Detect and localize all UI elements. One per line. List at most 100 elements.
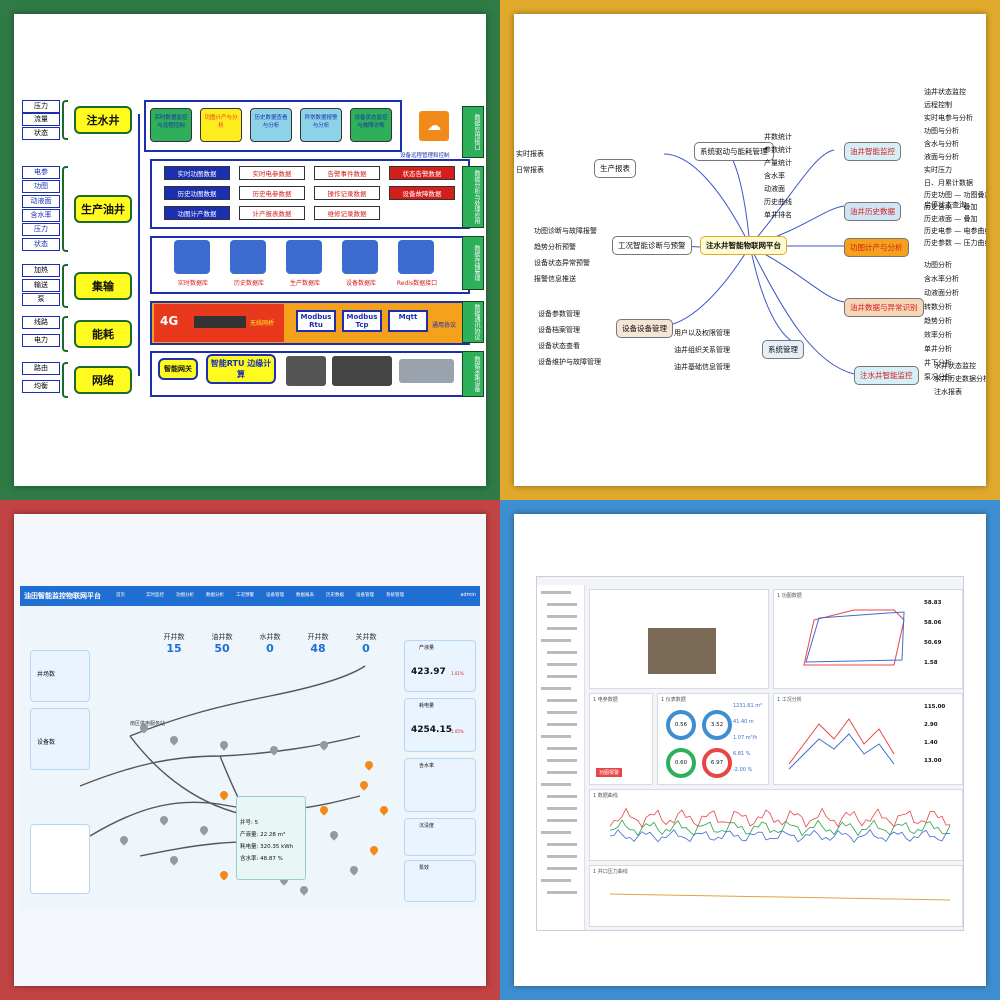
leaf-item: 含水率分析 — [924, 275, 959, 283]
group-main-label: 生产油井 — [74, 195, 132, 223]
right-card: 沉没度 — [404, 818, 476, 856]
leaf-item: 报警信息推送 — [534, 275, 576, 283]
stat-value: 58.06 — [924, 620, 942, 626]
tree-item[interactable] — [547, 819, 577, 822]
gauge: 0.56 — [666, 710, 696, 740]
leaf-item: 油井组织关系管理 — [674, 346, 730, 354]
leaf-item: 功图诊断与故障报警 — [534, 227, 597, 235]
nav-item[interactable]: 数据分析 — [206, 593, 224, 598]
status-panel — [589, 589, 769, 689]
tree-item[interactable] — [547, 891, 577, 894]
leaf-item: 设备参数管理 — [538, 310, 580, 318]
leaf-item: 效率分析 — [924, 331, 952, 339]
branch-node: 油井数据与异常识别 — [844, 298, 924, 317]
camera-view — [648, 628, 716, 674]
alarm-button[interactable]: 功图报警 — [596, 768, 623, 777]
group-bracket — [62, 362, 68, 398]
tree-item[interactable] — [547, 807, 577, 810]
branch-node: 系统管理 — [762, 340, 804, 359]
leaf-item: 参数统计 — [764, 146, 792, 154]
leaf-item: 日常报表 — [516, 166, 544, 174]
tree-item[interactable] — [547, 723, 577, 726]
tree-item[interactable] — [547, 603, 577, 606]
tree-item[interactable] — [541, 639, 571, 642]
dynamometer-chart — [803, 609, 905, 666]
nav-item[interactable]: 设备管理 — [356, 593, 374, 598]
leaf-item: 启停状态查询 — [924, 201, 966, 209]
elec-panel: 1 电参数据 功图报警 — [589, 693, 653, 785]
data-chip: 实时功图数据 — [164, 166, 230, 180]
nav-item[interactable]: 工况预警 — [236, 593, 254, 598]
tree-item[interactable] — [547, 711, 577, 714]
trunk-line — [138, 114, 140, 376]
nav-item[interactable]: 数据报表 — [296, 593, 314, 598]
leaf-item: 功图与分析 — [924, 127, 959, 135]
tree-item[interactable] — [547, 855, 577, 858]
leaf-item: 产量统计 — [764, 159, 792, 167]
layer-bar: 数据通讯协议 — [462, 301, 484, 343]
leaf-item: 单井分析 — [924, 345, 952, 353]
leaf-item: 实时报表 — [516, 150, 544, 158]
db-label: Redis数据接口 — [396, 280, 438, 287]
database-icon — [230, 240, 266, 274]
nav-item[interactable]: 首页 — [116, 593, 125, 598]
leaf-item: 泵况分析 — [924, 373, 952, 381]
architecture-card: 注水井压力流量状态生产油井电参功图动液面含水率压力状态集输加热输送泵能耗线路电力… — [14, 14, 486, 486]
leaf-item: 油井基础信息管理 — [674, 363, 730, 371]
tree-item[interactable] — [547, 663, 577, 666]
tree-item[interactable] — [547, 759, 577, 762]
tree-item[interactable] — [547, 867, 577, 870]
protocol-chip: Modbus Rtu — [296, 310, 336, 332]
layer-bar: 数据存储管理 — [462, 236, 484, 290]
group-sub-label: 动液面 — [22, 194, 60, 208]
nav-item[interactable]: 功图分析 — [176, 593, 194, 598]
tree-item[interactable] — [547, 615, 577, 618]
panel-title: 1 电参数据 — [593, 697, 618, 703]
group-sub-label: 含水率 — [22, 209, 60, 222]
tree-item[interactable] — [547, 675, 577, 678]
user-name[interactable]: admin — [460, 592, 476, 598]
tree-item[interactable] — [547, 795, 577, 798]
tree-item[interactable] — [547, 627, 577, 630]
nav-item[interactable]: 实时监控 — [146, 593, 164, 598]
tree-item[interactable] — [547, 771, 577, 774]
tree-item[interactable] — [541, 735, 571, 738]
tree-item[interactable] — [547, 843, 577, 846]
data-chip: 告警事件数据 — [314, 166, 380, 180]
tree-item[interactable] — [547, 699, 577, 702]
branch-node: 油井智能监控 — [844, 142, 901, 161]
leaf-item: 历史参数 — 压力曲线 — [924, 239, 986, 247]
pressure-chart — [609, 893, 951, 901]
tree-item[interactable] — [547, 651, 577, 654]
device-photo — [399, 359, 454, 383]
data-chip: 计产报表数据 — [239, 206, 305, 220]
side-card-devices: 设备数 — [30, 708, 90, 770]
nav-item[interactable]: 历史数据 — [326, 593, 344, 598]
panel-title: 1 工况分析 — [777, 697, 802, 703]
tree-item[interactable] — [547, 747, 577, 750]
nav-item[interactable]: 系统管理 — [386, 593, 404, 598]
tree-item[interactable] — [541, 687, 571, 690]
nav-item[interactable]: 设备管理 — [266, 593, 284, 598]
group-sub-label: 路由 — [22, 362, 60, 375]
layer-bar: 数据采集设备 — [462, 351, 484, 397]
group-bracket — [62, 316, 68, 352]
kpi-value: 50 — [214, 642, 230, 655]
tree-item[interactable] — [541, 591, 571, 594]
leaf-item: 历史曲线 — [764, 198, 792, 206]
tree-item[interactable] — [541, 783, 571, 786]
leaf-item: 历史液面 — 叠加 — [924, 215, 978, 223]
gateway-label: 智能网关 — [158, 358, 198, 380]
module-box: 历史数据查看与分析 — [250, 108, 292, 142]
tree-item[interactable] — [541, 831, 571, 834]
group-sub-label: 电参 — [22, 166, 60, 179]
tree-item[interactable] — [541, 879, 571, 882]
